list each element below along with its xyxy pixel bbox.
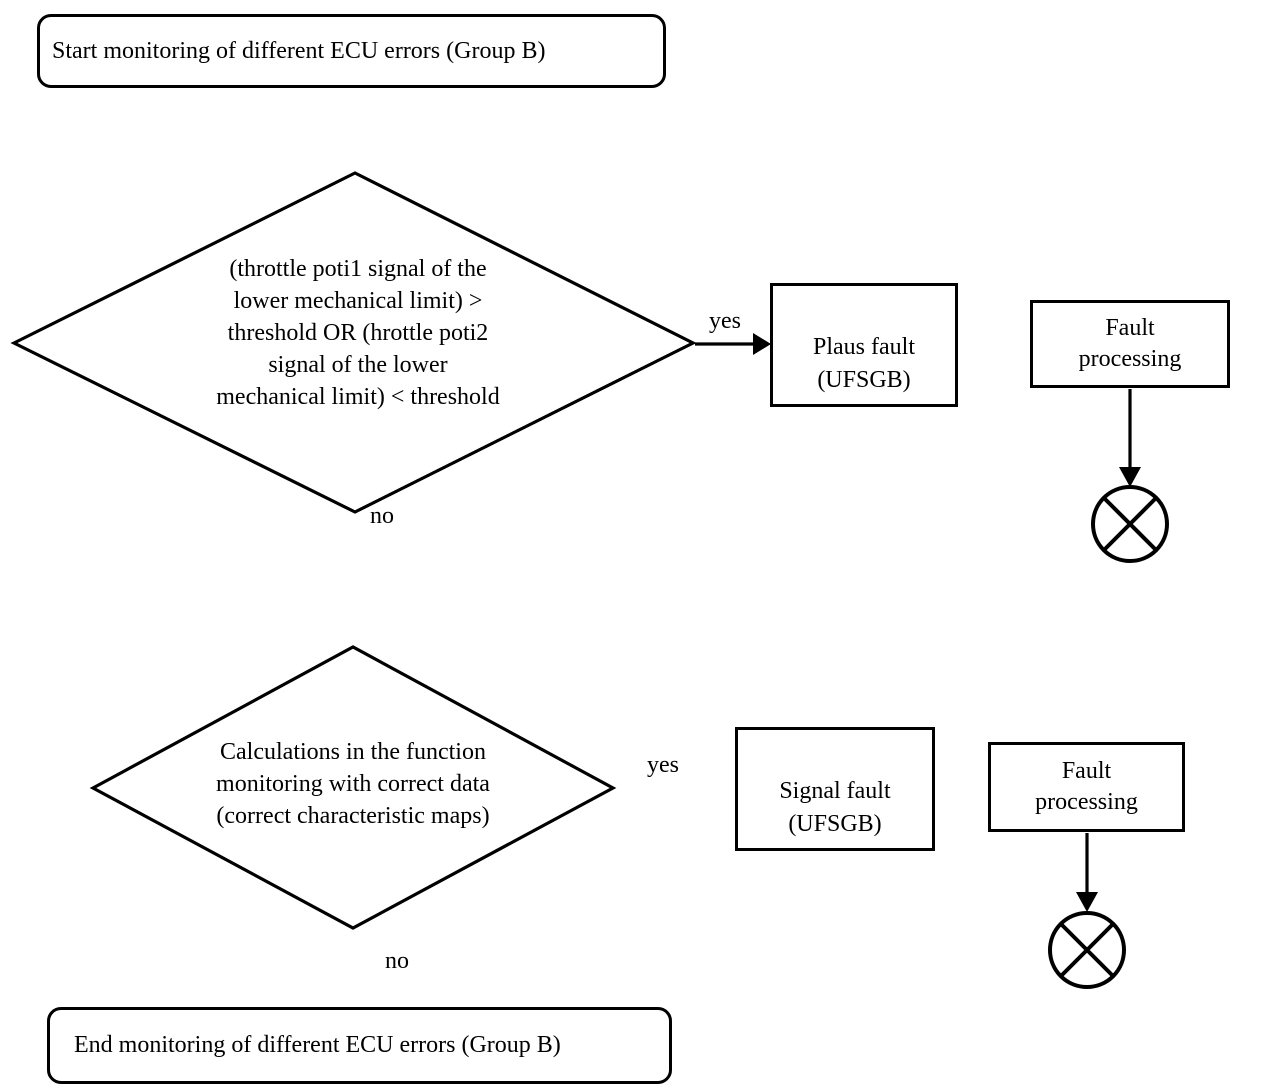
signal-fault-node: Signal fault (UFSGB)	[735, 727, 935, 851]
plaus-fault-node: Plaus fault (UFSGB)	[770, 283, 958, 407]
start-node-label: Start monitoring of different ECU errors…	[52, 37, 546, 64]
fault1-arrowhead-icon	[1119, 467, 1141, 487]
decision1-no-label: no	[370, 503, 394, 529]
decision2-label: Calculations in the function monitoring …	[216, 739, 490, 829]
plaus-fault-label: Plaus fault (UFSGB)	[813, 334, 915, 393]
fault-processing-node-2: Fault processing	[988, 742, 1185, 832]
decision1-label: (throttle poti1 signal of the lower mech…	[216, 256, 500, 410]
decision2-no-label: no	[385, 948, 409, 974]
decision2-yes-label: yes	[647, 752, 679, 778]
terminator2-cross-icon	[1059, 922, 1115, 978]
fault-processing-label-1: Fault processing	[1078, 315, 1182, 372]
end-node-label: End monitoring of different ECU errors (…	[74, 1032, 561, 1058]
decision1-yes-label: yes	[709, 308, 741, 334]
start-node: Start monitoring of different ECU errors…	[37, 14, 666, 88]
fault-processing-label-2: Fault processing	[1035, 758, 1138, 815]
signal-fault-label: Signal fault (UFSGB)	[779, 778, 891, 837]
yes1-arrowhead-icon	[753, 333, 771, 355]
decision1-diamond	[10, 171, 697, 514]
end-node: End monitoring of different ECU errors (…	[47, 1007, 672, 1084]
terminator1-cross-icon	[1102, 496, 1158, 552]
decision2-diamond	[89, 645, 617, 930]
fault-processing-node-1: Fault processing	[1030, 300, 1230, 388]
fault2-arrowhead-icon	[1076, 892, 1098, 912]
